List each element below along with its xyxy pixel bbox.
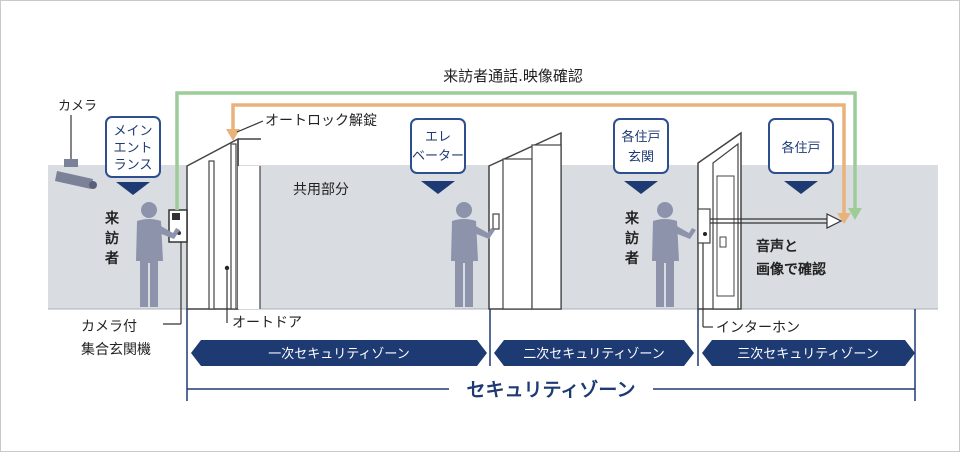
marker-main-entrance-line1: メイン [113,124,152,139]
zone-secondary-label: 二次セキュリティゾーン [523,346,665,362]
zone-secondary: 二次セキュリティゾーン [494,340,694,366]
svg-text:来: 来 [104,211,120,227]
marker-elevator-line2: ベーター [412,149,464,164]
visitor-label-1: 来 訪 者 [104,211,120,267]
green-call-line [175,91,857,217]
unit-door [697,131,742,310]
elevator-door [488,131,562,310]
autolock-leader [236,120,264,133]
audio-video-label: 音声と 画像で確認 [756,238,826,278]
svg-text:カメラ付: カメラ付 [81,319,137,335]
green-arrowhead [848,208,862,220]
svg-text:来: 来 [624,211,640,227]
svg-text:訪: 訪 [625,230,639,247]
marker-unit-entrance-line2: 玄関 [628,150,654,165]
svg-text:者: 者 [625,251,639,267]
orange-unlock-line [231,103,846,217]
marker-main-entrance-line2: エント [113,141,152,156]
marker-unit: 各住戸 [768,118,834,194]
zone-primary-label: 一次セキュリティゾーン [268,346,410,362]
autolock-label: オートロック解錠 [265,113,377,129]
orange-arrowhead-up [837,213,851,224]
svg-text:画像で確認: 画像で確認 [756,261,826,278]
intercom-arrowhead [826,213,843,229]
zone-tertiary-label: 三次セキュリティゾーン [737,346,879,362]
visitor-label-2: 来 訪 者 [624,211,640,267]
svg-text:訪: 訪 [105,230,119,247]
marker-elevator-line1: エレ [425,130,451,145]
entry-panel-label: カメラ付 集合玄関機 [81,319,151,358]
marker-main-entrance-line3: ランス [114,158,153,173]
svg-text:集合玄関機: 集合玄関機 [81,341,151,358]
marker-unit-line1: 各住戸 [781,140,820,156]
visitor-figure-3 [652,202,696,307]
auto-door [186,137,261,310]
visitor-figure-2 [451,202,495,307]
security-zone-label: セキュリティゾーン [467,379,636,401]
svg-text:者: 者 [105,251,119,267]
top-label: 来訪者通話.映像確認 [443,67,583,85]
auto-door-label: オートドア [232,315,302,331]
camera-label: カメラ [58,99,97,114]
marker-main-entrance: メイン エント ランス [105,116,161,195]
common-area-label: 共用部分 [293,182,349,198]
zone-tertiary: 三次セキュリティゾーン [702,340,915,366]
marker-elevator: エレ ベーター [410,118,466,194]
visitor-figure-1 [136,202,180,307]
zone-primary: 一次セキュリティゾーン [191,340,487,366]
svg-text:音声と: 音声と [756,238,798,255]
orange-arrowhead-down [226,129,240,141]
marker-unit-entrance: 各住戸 玄関 [613,118,669,194]
intercom-label: インターホン [716,320,800,336]
marker-unit-entrance-line1: 各住戸 [621,129,660,145]
camera-icon [55,159,97,189]
